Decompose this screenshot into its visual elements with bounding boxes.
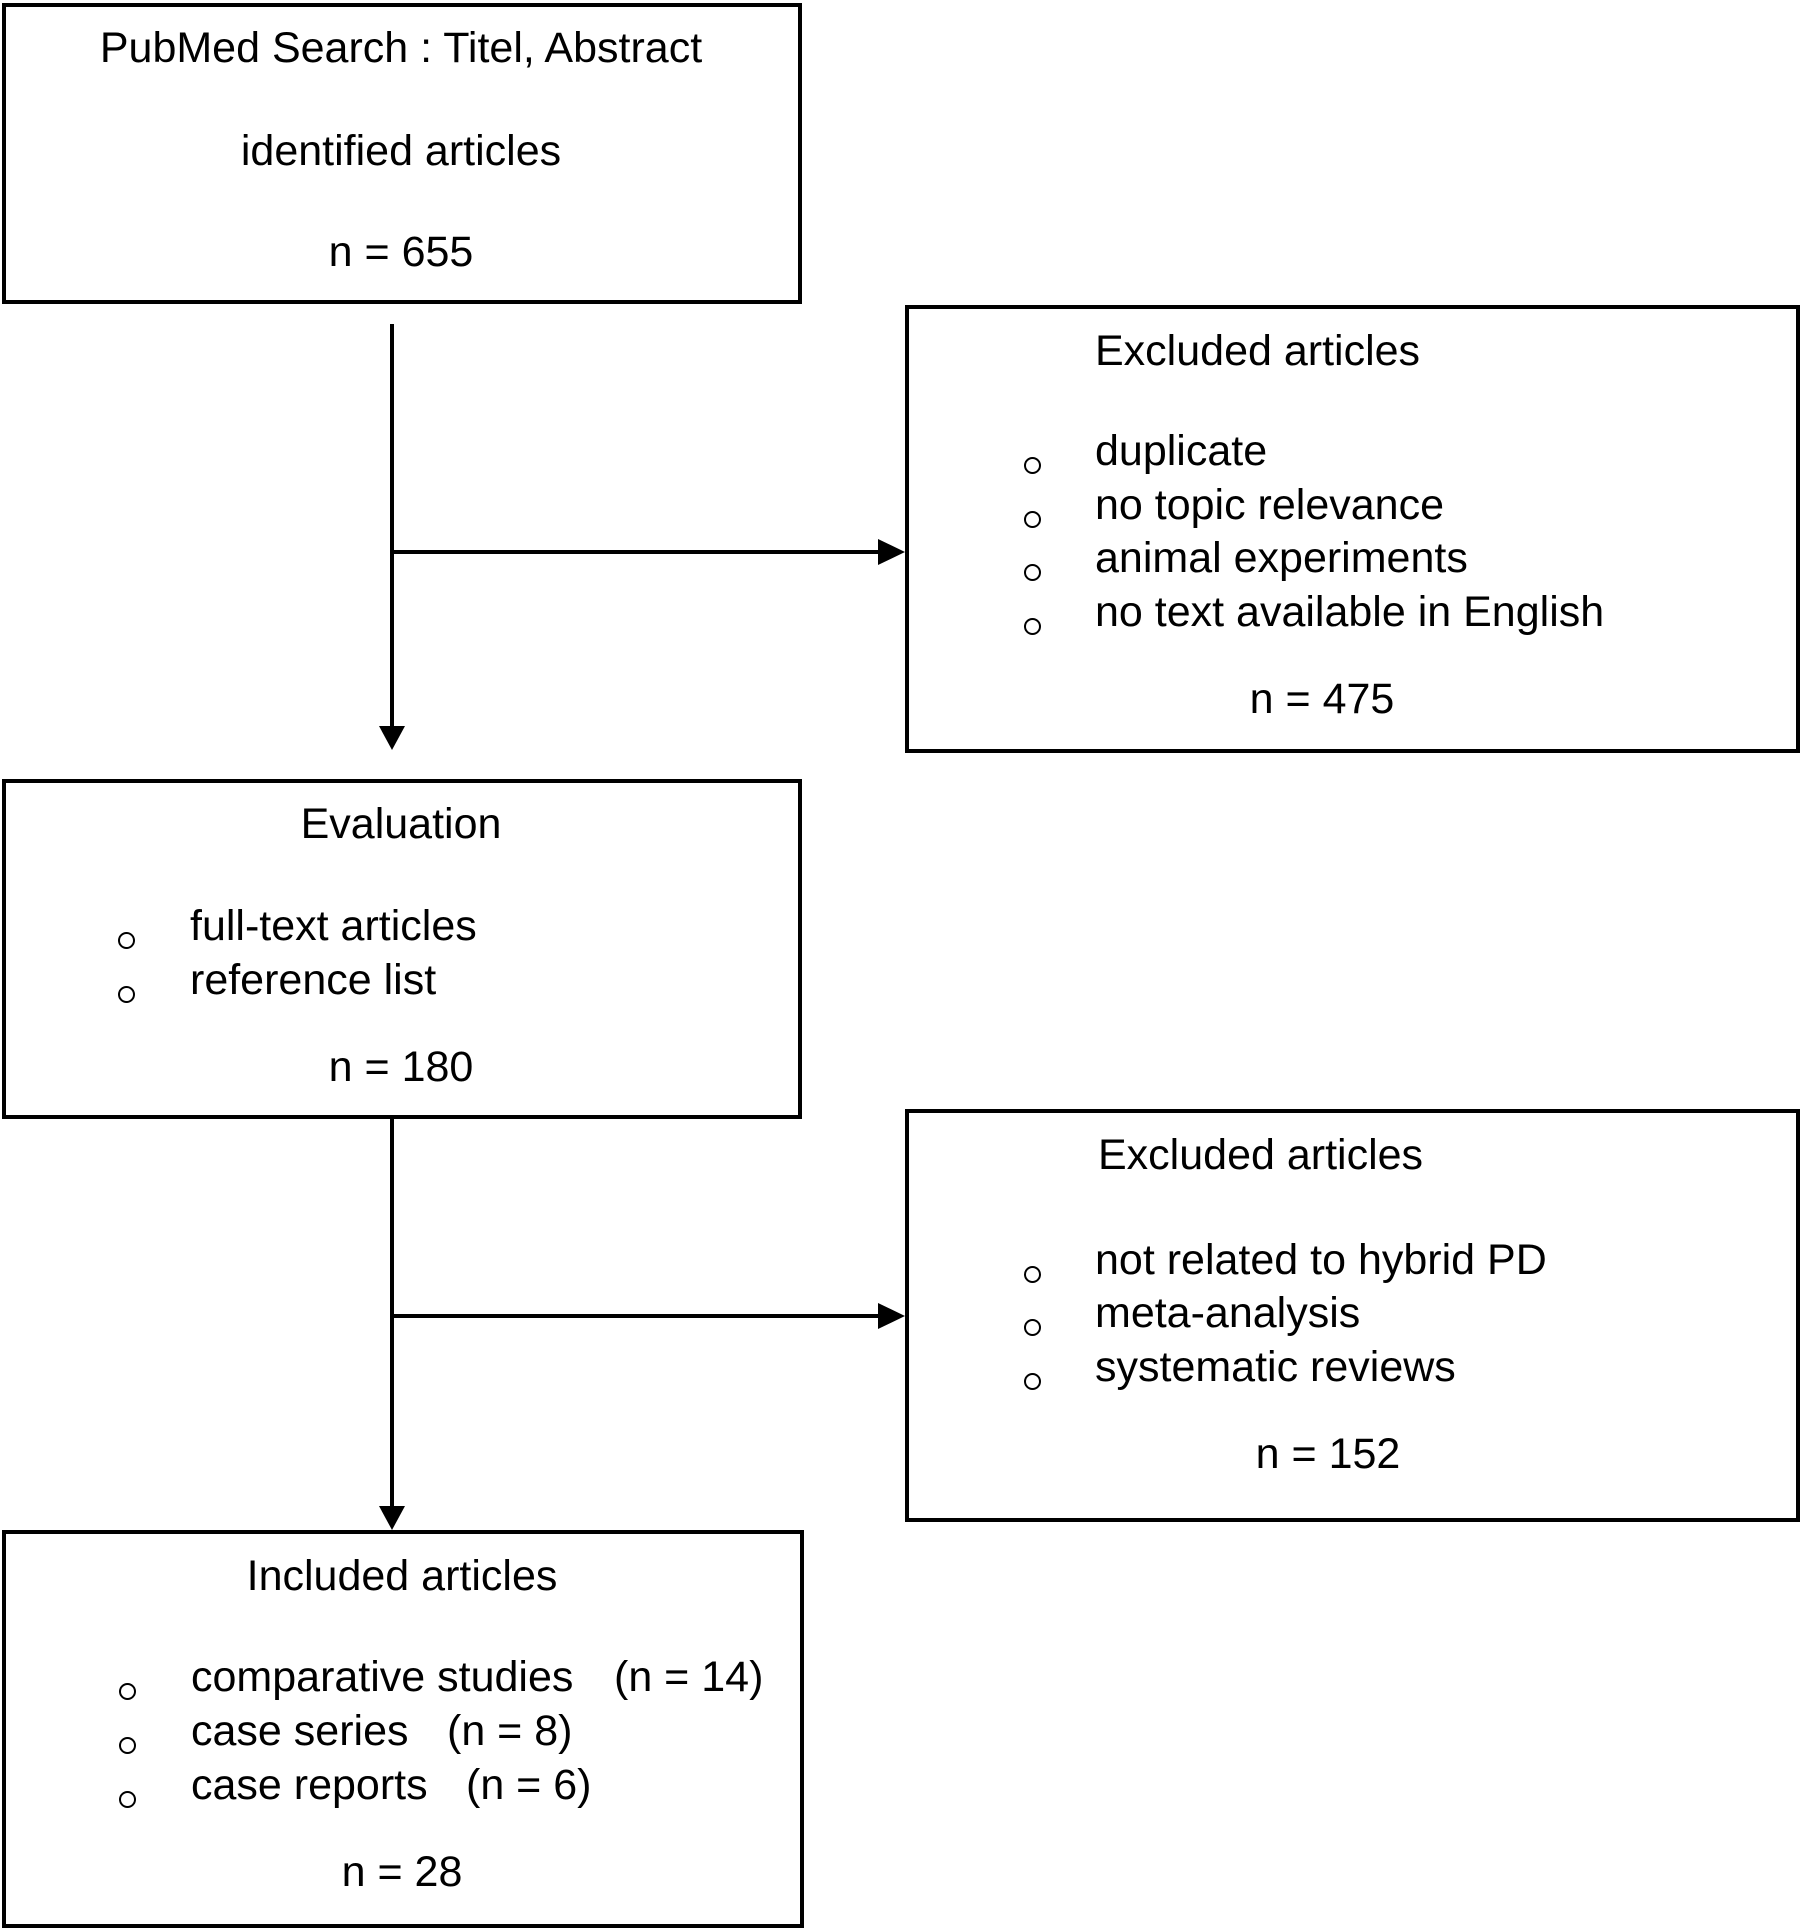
excluded-box-2 bbox=[905, 1109, 1800, 1522]
excluded-1-count: n = 475 bbox=[1249, 675, 1395, 723]
bullet-icon bbox=[1024, 511, 1041, 528]
excluded-2-item: not related to hybrid PD bbox=[1095, 1236, 1547, 1284]
excluded-1-item: animal experiments bbox=[1095, 534, 1468, 582]
bullet-icon bbox=[1024, 1373, 1041, 1390]
arrowhead-right-excluded2 bbox=[878, 1303, 905, 1329]
bullet-icon bbox=[1024, 1319, 1041, 1336]
evaluation-title: Evaluation bbox=[300, 800, 502, 848]
arrowhead-right-excluded1 bbox=[878, 539, 905, 565]
excluded-2-item: meta-analysis bbox=[1095, 1289, 1361, 1337]
search-box bbox=[2, 3, 802, 304]
search-subtitle: identified articles bbox=[240, 127, 562, 175]
evaluation-item: full-text articles bbox=[190, 902, 477, 950]
included-item-count: (n = 14) bbox=[614, 1653, 764, 1701]
excluded-2-count: n = 152 bbox=[1255, 1430, 1401, 1478]
excluded-1-item: no topic relevance bbox=[1095, 481, 1444, 529]
included-item-label: case reports bbox=[191, 1761, 428, 1809]
excluded-1-item: no text available in English bbox=[1095, 588, 1605, 636]
evaluation-count: n = 180 bbox=[328, 1043, 474, 1091]
bullet-icon bbox=[119, 1683, 136, 1700]
bullet-icon bbox=[1024, 618, 1041, 635]
bullet-icon bbox=[1024, 1266, 1041, 1283]
bullet-icon bbox=[118, 932, 135, 949]
search-count: n = 655 bbox=[328, 228, 474, 276]
included-item-label: case series bbox=[191, 1707, 409, 1755]
search-title: PubMed Search : Titel, Abstract bbox=[99, 24, 703, 72]
excluded-2-title: Excluded articles bbox=[1098, 1131, 1424, 1179]
excluded-box-1 bbox=[905, 305, 1800, 753]
bullet-icon bbox=[119, 1737, 136, 1754]
excluded-1-title: Excluded articles bbox=[1095, 327, 1421, 375]
excluded-1-item: duplicate bbox=[1095, 427, 1268, 475]
bullet-icon bbox=[1024, 457, 1041, 474]
bullet-icon bbox=[1024, 564, 1041, 581]
included-title: Included articles bbox=[246, 1552, 558, 1600]
arrowhead-down-evaluation bbox=[379, 726, 405, 750]
bullet-icon bbox=[119, 1791, 136, 1808]
included-item-count: (n = 8) bbox=[447, 1707, 573, 1755]
bullet-icon bbox=[118, 986, 135, 1003]
evaluation-item: reference list bbox=[190, 956, 437, 1004]
arrowhead-down-included bbox=[379, 1506, 405, 1530]
included-count: n = 28 bbox=[341, 1848, 463, 1896]
excluded-2-item: systematic reviews bbox=[1095, 1343, 1456, 1391]
included-box bbox=[2, 1530, 804, 1928]
included-item-count: (n = 6) bbox=[466, 1761, 592, 1809]
evaluation-box bbox=[2, 779, 802, 1119]
included-item-label: comparative studies bbox=[191, 1653, 574, 1701]
